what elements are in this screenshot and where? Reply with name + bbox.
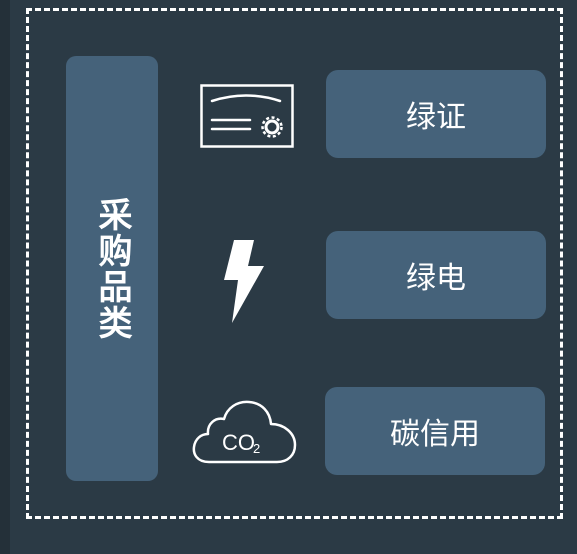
certificate-icon xyxy=(200,84,294,148)
item-green-certificate: 绿证 xyxy=(326,70,546,158)
dashed-frame xyxy=(26,8,563,519)
item-green-electricity: 绿电 xyxy=(326,231,546,319)
item-label: 绿电 xyxy=(406,261,466,296)
co2-cloud-icon: CO 2 xyxy=(192,400,297,464)
item-label: 绿证 xyxy=(406,100,466,135)
lightning-bolt-icon xyxy=(224,240,264,323)
item-label: 碳信用 xyxy=(390,417,480,452)
item-carbon-credit: 碳信用 xyxy=(325,387,545,475)
co2-subscript: 2 xyxy=(253,441,260,456)
co2-text: CO xyxy=(222,430,255,455)
left-edge-strip xyxy=(0,0,10,554)
category-label: 采购品类 xyxy=(92,196,132,341)
category-panel: 采购品类 xyxy=(66,56,158,481)
